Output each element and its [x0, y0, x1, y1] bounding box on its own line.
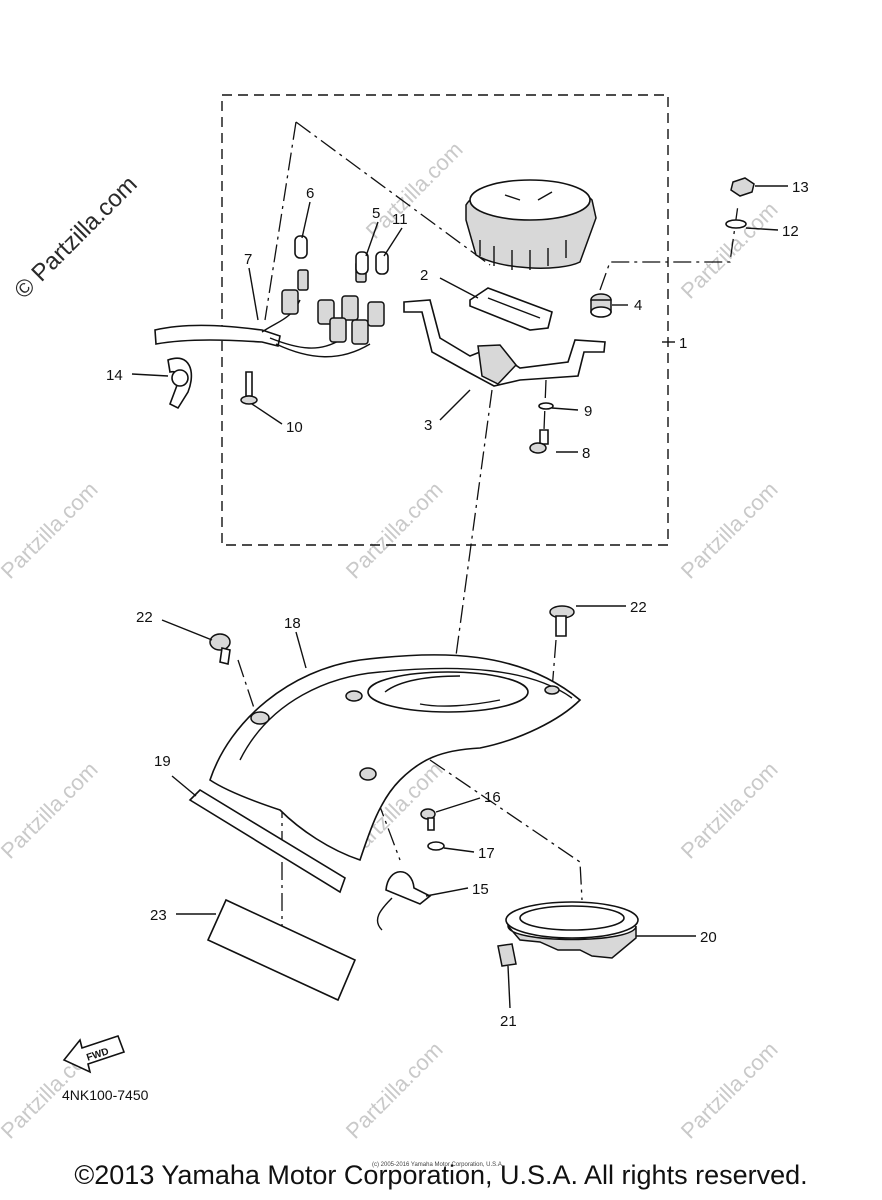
callout-10: 10 — [286, 419, 303, 436]
watermark: Partzilla.com — [0, 477, 103, 584]
meter-bracket-plate — [469, 287, 553, 331]
meter-case — [465, 179, 597, 270]
watermark: Partzilla.com — [676, 757, 783, 864]
callout-18: 18 — [284, 615, 301, 632]
chain-line — [237, 659, 259, 721]
meter-stay — [403, 299, 606, 387]
screw-lamp — [420, 808, 436, 831]
watermark-left: © Partzilla.com — [9, 171, 142, 304]
small-copyright: (c) 2005-2016 Yamaha Motor Corporation, … — [372, 1162, 504, 1168]
watermark: Partzilla.com — [0, 757, 103, 864]
chain-line — [264, 121, 297, 321]
callout-22-right: 22 — [630, 599, 647, 616]
callout-3: 3 — [424, 417, 432, 434]
bulb — [375, 251, 389, 275]
wire-harness — [154, 261, 385, 358]
callout-5: 5 — [372, 205, 380, 222]
callout-19: 19 — [154, 753, 171, 770]
fwd-arrow-icon: FWD — [62, 1034, 126, 1074]
watermark-layer: © Partzilla.com Partzilla.com Partzilla.… — [0, 137, 783, 1144]
washer — [725, 219, 747, 229]
indicator-lamp — [376, 871, 432, 931]
callout-14: 14 — [106, 367, 123, 384]
chain-line — [295, 121, 491, 266]
washer-lamp — [427, 841, 445, 851]
callout-9: 9 — [584, 403, 592, 420]
callout-4: 4 — [634, 297, 642, 314]
callout-6: 6 — [306, 185, 314, 202]
screw — [529, 429, 549, 454]
screw-cover-left — [209, 633, 231, 665]
screw-long — [240, 371, 258, 405]
chain-line — [429, 759, 583, 901]
emblem-panel — [206, 898, 357, 1002]
callout-11: 11 — [392, 211, 408, 228]
diagram-code: 4NK100-7450 — [62, 1087, 149, 1103]
watermark: Partzilla.com — [361, 137, 468, 244]
callout-7: 7 — [244, 251, 252, 268]
bulb — [294, 235, 308, 259]
leader-lines — [131, 185, 788, 1009]
meter-cover — [209, 653, 582, 862]
watermark: Partzilla.com — [676, 197, 783, 304]
watermark: Partzilla.com — [676, 1037, 783, 1144]
callout-2: 2 — [420, 267, 428, 284]
trim-strip — [188, 788, 346, 894]
watermark: Partzilla.com — [341, 477, 448, 584]
watermark: Partzilla.com — [676, 477, 783, 584]
watermark: Partzilla.com — [341, 1037, 448, 1144]
nut — [730, 177, 755, 197]
callout-20: 20 — [700, 929, 717, 946]
clip — [497, 943, 517, 967]
bulb — [355, 251, 369, 275]
meter-ring — [505, 901, 639, 959]
callout-13: 13 — [792, 179, 809, 196]
callout-21: 21 — [500, 1013, 517, 1030]
screw-cover-right — [549, 605, 575, 637]
clamp — [167, 357, 193, 410]
callout-8: 8 — [582, 445, 590, 462]
callout-1: 1 — [679, 335, 687, 352]
copyright-notice: ©2013 Yamaha Motor Corporation, U.S.A. A… — [74, 1160, 808, 1190]
callout-labels: 1 2 3 4 5 6 7 8 9 10 11 12 13 14 15 16 1… — [106, 179, 809, 1030]
callout-22-left: 22 — [136, 609, 153, 626]
callout-12: 12 — [782, 223, 799, 240]
callout-15: 15 — [472, 881, 489, 898]
chain-line — [599, 204, 739, 291]
washer-small — [538, 402, 554, 410]
callout-23: 23 — [150, 907, 167, 924]
callout-17: 17 — [478, 845, 495, 862]
grommet — [590, 293, 612, 318]
callout-16: 16 — [484, 789, 501, 806]
chain-line — [449, 389, 493, 701]
